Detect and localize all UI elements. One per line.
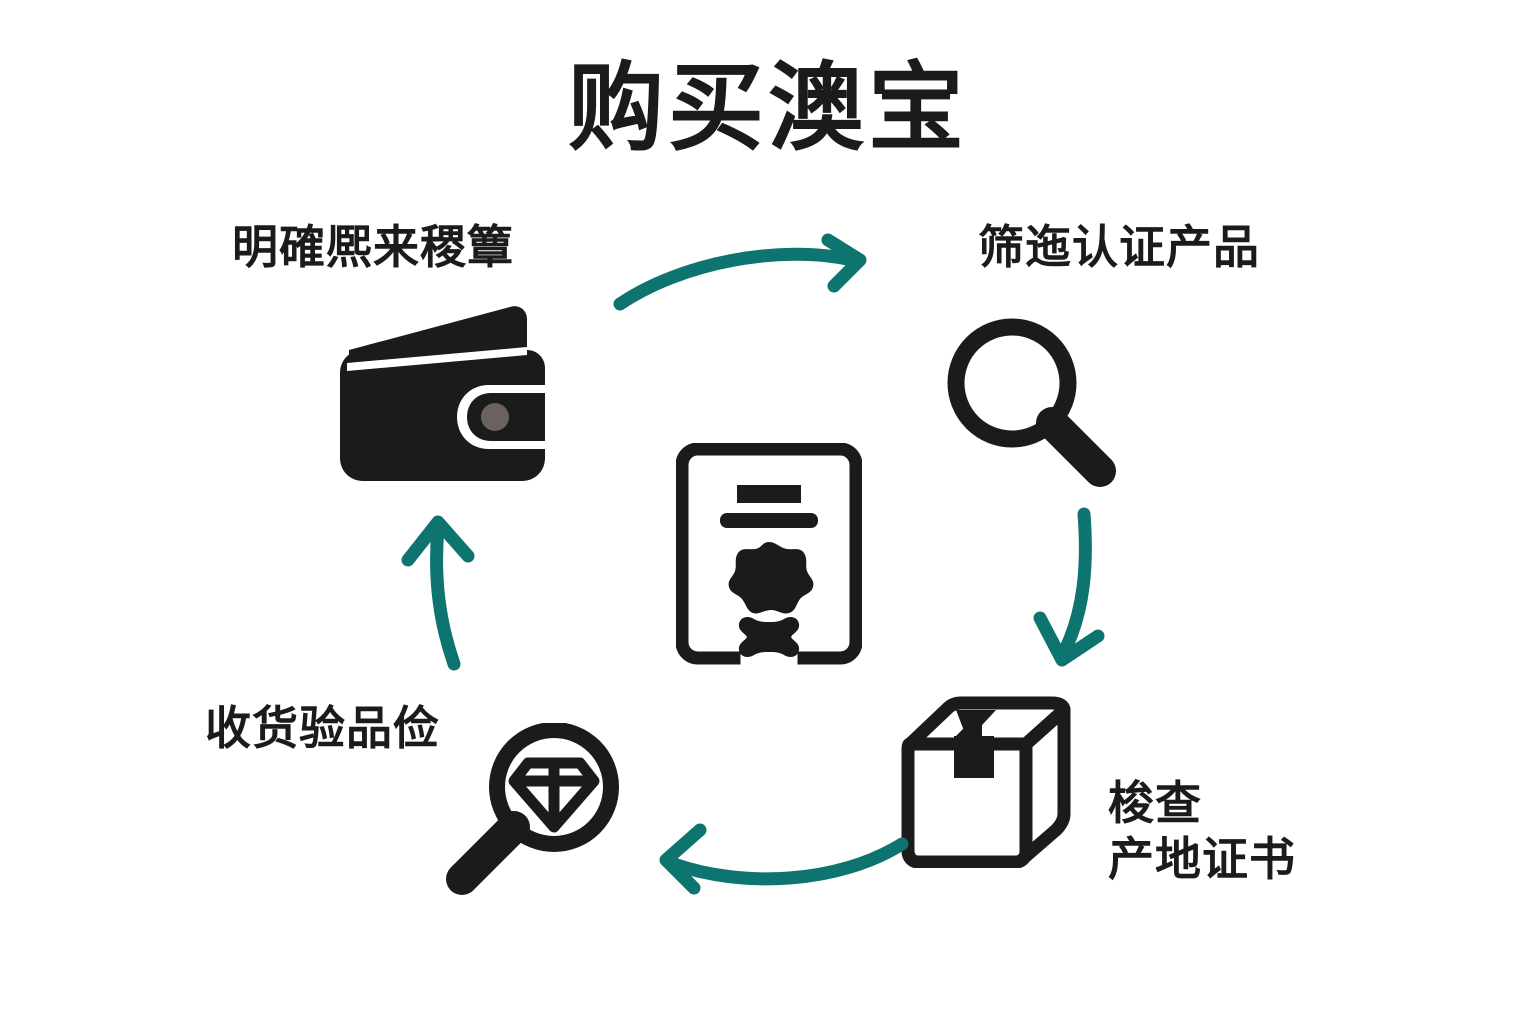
step-label-box: 梭查 产地证书 — [1108, 775, 1296, 887]
certificate-icon — [676, 443, 862, 669]
step-label-box-line2: 产地证书 — [1108, 832, 1296, 886]
package-box-icon — [896, 696, 1080, 868]
page-title: 购买澳宝 — [568, 52, 968, 164]
wallet-icon — [337, 303, 553, 493]
step-label-search: 筛迤认证产品 — [978, 220, 1260, 274]
curved-arrow-down-icon — [1033, 506, 1138, 672]
step-label-box-line1: 梭查 — [1108, 776, 1202, 830]
step-label-wallet: 明確熈来稷簟 — [232, 220, 514, 274]
magnifier-icon — [940, 313, 1140, 488]
curved-arrow-left-icon — [652, 822, 910, 900]
curved-arrow-right-icon — [612, 233, 882, 318]
step-label-gem: 收货验品俭 — [205, 701, 440, 755]
gem-magnifier-icon — [432, 723, 632, 901]
curved-arrow-up-icon — [392, 515, 486, 672]
